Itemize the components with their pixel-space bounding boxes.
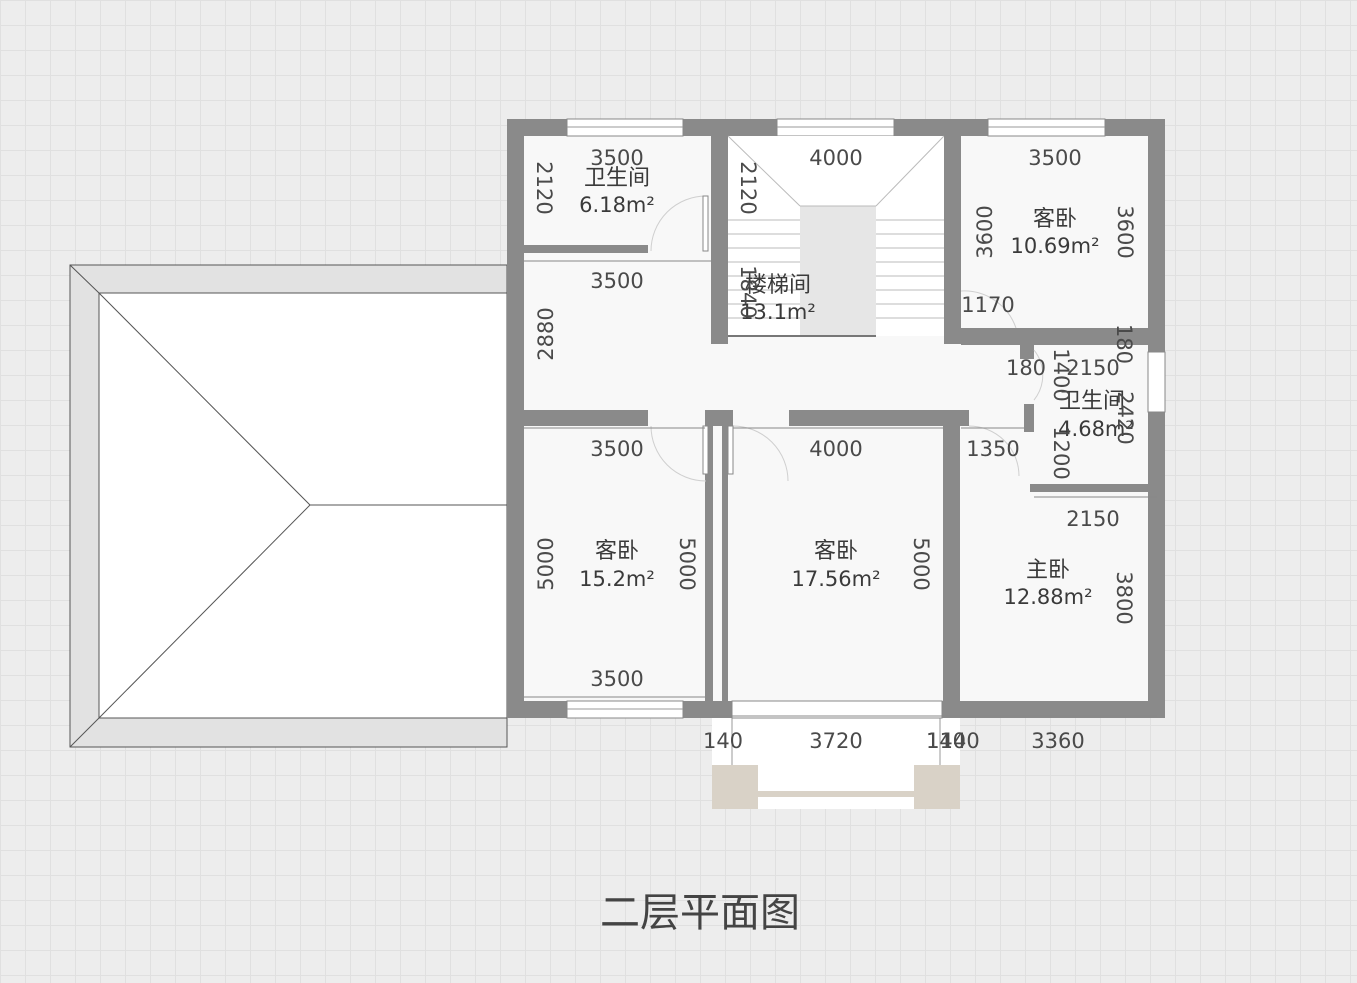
dimension-label: 5000 <box>909 537 933 590</box>
room-area: 15.2m² <box>579 567 655 591</box>
dimension-label: 3600 <box>973 205 997 258</box>
dimension-label: 3800 <box>1112 571 1136 624</box>
room-area: 10.69m² <box>1011 234 1100 258</box>
dimension-label: 2120 <box>532 161 556 214</box>
dimension-label: 4000 <box>809 437 862 461</box>
dimension-labels: 3500 4000 3500 2120 2120 3600 3600 3500 … <box>532 146 1137 753</box>
dimension-label: 2880 <box>534 307 558 360</box>
room-name: 楼梯间 <box>745 273 811 298</box>
dimension-label: 1200 <box>1049 426 1073 479</box>
room-name: 客卧 <box>1033 207 1077 232</box>
dimension-label: 3500 <box>590 146 643 170</box>
room-area: 4.68m² <box>1058 417 1134 441</box>
room-area: 12.88m² <box>1004 585 1093 609</box>
interior-walls <box>524 136 1148 701</box>
dimension-label: 180 <box>1112 324 1136 364</box>
dimension-label: 1170 <box>961 293 1014 317</box>
doors <box>650 195 1044 482</box>
room-area: 17.56m² <box>792 567 881 591</box>
plan-title: 二层平面图 <box>600 890 800 936</box>
dimension-label: 5000 <box>534 537 558 590</box>
room-name: 客卧 <box>814 539 858 564</box>
dimension-label: 4000 <box>809 146 862 170</box>
dimension-label: 3500 <box>590 667 643 691</box>
room-name: 卫生间 <box>584 166 650 191</box>
dimension-label: 3720 <box>809 729 862 753</box>
dimension-label: 3500 <box>590 269 643 293</box>
dimension-label: 2420 <box>1113 391 1137 444</box>
dimension-label: 3360 <box>1031 729 1084 753</box>
dimension-label: 5000 <box>675 537 699 590</box>
dimension-label: 2150 <box>1066 507 1119 531</box>
stairwell <box>727 135 945 337</box>
room-name: 主卧 <box>1026 558 1070 583</box>
room-name: 卫生间 <box>1059 389 1125 414</box>
room-area: 13.1m² <box>740 300 816 324</box>
room-name: 客卧 <box>595 539 639 564</box>
dimension-label: 3500 <box>590 437 643 461</box>
dimension-label: 1140 <box>926 729 979 753</box>
dimension-label: 2120 <box>736 161 760 214</box>
dimension-label: 180 <box>1006 356 1046 380</box>
room-labels: 卫生间 6.18m² 楼梯间 13.1m² 客卧 10.69m² 卫生间 4.6… <box>579 166 1134 609</box>
dimension-label: 1350 <box>966 437 1019 461</box>
dimension-label: 3600 <box>1113 205 1137 258</box>
dimension-label: 2150 <box>1066 356 1119 380</box>
dimension-label: 140 <box>926 729 966 753</box>
dimension-lines <box>524 260 1157 717</box>
balcony <box>712 717 960 809</box>
roof <box>69 264 508 748</box>
dimension-label: 1400 <box>1049 348 1073 401</box>
dimension-label: 1840 <box>736 265 760 318</box>
dimension-label: 3500 <box>1028 146 1081 170</box>
room-area: 6.18m² <box>579 193 655 217</box>
dimension-label: 140 <box>703 729 743 753</box>
